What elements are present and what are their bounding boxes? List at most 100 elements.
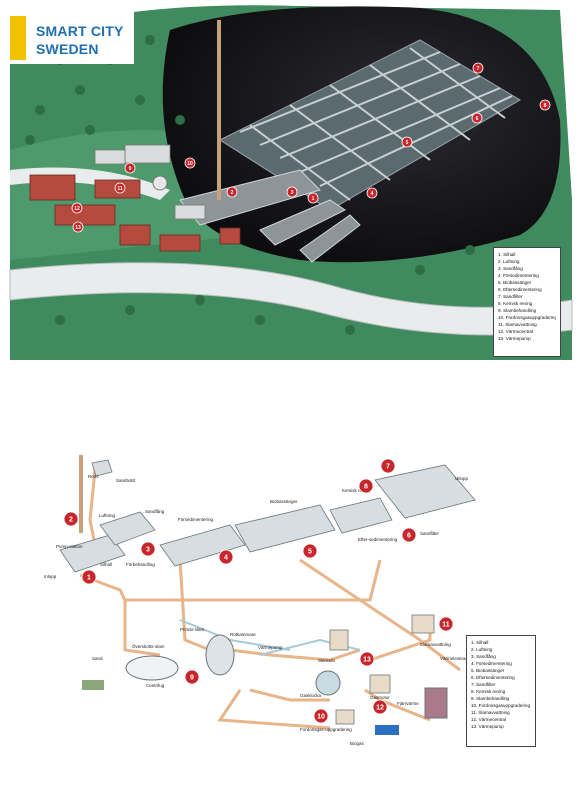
process-marker-6: 6 bbox=[401, 527, 417, 543]
label-pumpstation: Pump-station bbox=[56, 544, 83, 549]
svg-text:12: 12 bbox=[74, 206, 80, 212]
label-sandtvatt: Sandtvätt bbox=[116, 478, 136, 483]
label-sandfilter: Sandfilter bbox=[420, 531, 440, 536]
svg-text:5: 5 bbox=[308, 549, 312, 556]
process-marker-10: 10 bbox=[313, 708, 329, 724]
logo-yellow-bar bbox=[10, 16, 26, 60]
svg-text:1: 1 bbox=[87, 575, 91, 582]
process-marker-3: 3 bbox=[140, 541, 156, 557]
svg-text:2: 2 bbox=[69, 517, 73, 524]
svg-text:13: 13 bbox=[75, 225, 81, 231]
legend-item: 7. Sandfilter bbox=[498, 294, 523, 299]
aerial-marker-2: 2 bbox=[226, 186, 238, 198]
truck-icon bbox=[82, 680, 104, 690]
process-units bbox=[59, 459, 476, 573]
legend-item: 12. Värmecentral bbox=[498, 329, 533, 334]
legend-item: 5. Biobassänger bbox=[498, 280, 532, 285]
legend-item: 9. Slambehandling bbox=[471, 696, 510, 701]
aerial-marker-11: 11 bbox=[114, 182, 126, 194]
label-luftning: Luftning bbox=[99, 513, 116, 518]
bus-icon bbox=[375, 725, 399, 735]
aerial-marker-4: 4 bbox=[366, 187, 378, 199]
svg-text:10: 10 bbox=[187, 161, 193, 167]
svg-text:7: 7 bbox=[477, 66, 480, 72]
schematic-chimney bbox=[79, 455, 83, 533]
svg-text:10: 10 bbox=[317, 714, 325, 721]
process-marker-11: 11 bbox=[438, 616, 454, 632]
svg-text:8: 8 bbox=[364, 484, 368, 491]
svg-text:11: 11 bbox=[117, 186, 123, 192]
process-schematic: Rens Sandtvätt Luftning Sandfång Förbeha… bbox=[0, 450, 580, 780]
surface-buildings bbox=[29, 174, 241, 252]
svg-text:13: 13 bbox=[363, 657, 371, 664]
legend-item: 8. Kemisk rening bbox=[498, 301, 533, 306]
svg-text:3: 3 bbox=[146, 547, 150, 554]
aerial-marker-7: 7 bbox=[472, 62, 484, 74]
svg-text:3: 3 bbox=[291, 190, 294, 196]
smart-city-sweden-logo: SMART CITY SWEDEN bbox=[8, 10, 134, 64]
process-marker-9: 9 bbox=[184, 669, 200, 685]
legend-aerial: 1. Silhall 2. Luftning 3. Sandfång 4. Fö… bbox=[493, 247, 561, 357]
process-marker-2: 2 bbox=[63, 511, 79, 527]
label-gasklocka: Gasklocka bbox=[300, 693, 322, 698]
aerial-marker-13: 13 bbox=[72, 221, 84, 233]
legend-item: 11. Slamavvattning bbox=[471, 710, 510, 715]
legend-item: 10. Fordonsgasuppgradering bbox=[498, 315, 556, 320]
label-overskottsslam: Överskotts-slam bbox=[132, 643, 165, 649]
svg-text:9: 9 bbox=[190, 675, 194, 682]
legend-item: 9. Slambehandling bbox=[498, 308, 537, 313]
legend-item: 2. Luftning bbox=[498, 259, 520, 264]
aerial-marker-12: 12 bbox=[71, 202, 83, 214]
label-slamavvattning: Slamavvattning bbox=[420, 642, 451, 647]
legend-item: 1. Silhall bbox=[498, 252, 516, 257]
legend-item: 2. Luftning bbox=[471, 647, 493, 652]
label-inlopp: Inlopp bbox=[44, 574, 57, 579]
label-biogas: Biogas bbox=[350, 741, 365, 746]
logo-line-2: SWEDEN bbox=[36, 41, 99, 57]
process-marker-4: 4 bbox=[218, 549, 234, 565]
process-marker-7: 7 bbox=[380, 458, 396, 474]
process-marker-5: 5 bbox=[302, 543, 318, 559]
svg-text:6: 6 bbox=[476, 116, 479, 122]
legend-item: 5. Biobassänger bbox=[471, 668, 505, 673]
label-sandfang: Sandfång bbox=[145, 508, 165, 514]
legend-item: 1. Silhall bbox=[471, 640, 489, 645]
legend-item: 11. Slamavvattning bbox=[498, 322, 537, 327]
label-fordonsgas: Fordonsgas-uppgradering bbox=[300, 727, 352, 732]
process-marker-12: 12 bbox=[372, 699, 388, 715]
aerial-marker-9: 9 bbox=[124, 162, 136, 174]
legend-item: 10. Fordonsgasuppgradering bbox=[471, 703, 530, 708]
label-forsedimentering: Försedimentering bbox=[178, 517, 214, 522]
label-utlopp: Utlopp bbox=[455, 476, 469, 481]
svg-text:11: 11 bbox=[442, 622, 450, 629]
legend-item: 4. Försedimentering bbox=[471, 661, 512, 666]
label-gasmotor: Gasmotor bbox=[370, 695, 390, 700]
aerial-marker-3: 3 bbox=[286, 186, 298, 198]
aerial-marker-8: 8 bbox=[539, 99, 551, 111]
svg-text:5: 5 bbox=[406, 140, 409, 146]
process-marker-13: 13 bbox=[359, 651, 375, 667]
legend-item: 13. Värmepump bbox=[471, 724, 504, 729]
label-rotkammare: Rötkammare bbox=[230, 632, 256, 637]
legend-item: 3. Sandfång bbox=[498, 266, 523, 271]
label-varmeleverans: Värmeleverans bbox=[440, 656, 471, 661]
process-marker-8: 8 bbox=[358, 478, 374, 494]
process-marker-1: 1 bbox=[81, 569, 97, 585]
svg-text:4: 4 bbox=[224, 555, 228, 562]
label-slamsilo: Slamsilo bbox=[318, 658, 336, 663]
chimney bbox=[217, 20, 221, 200]
svg-text:1: 1 bbox=[312, 196, 315, 202]
svg-text:8: 8 bbox=[544, 103, 547, 109]
label-forbehandling: Förbehandling bbox=[126, 562, 155, 567]
svg-text:9: 9 bbox=[129, 166, 132, 172]
label-kemisk-rening: Kemisk rening bbox=[342, 488, 371, 493]
legend-item: 6. Eftersedimentering bbox=[498, 287, 542, 292]
label-rens: Rens bbox=[88, 474, 99, 479]
legend-item: 6. Eftersedimentering bbox=[471, 675, 515, 680]
legend-item: 4. Försedimentering bbox=[498, 273, 539, 278]
legend-schematic: 1. Silhall 2. Luftning 3. Sandfång 4. Fö… bbox=[466, 635, 536, 747]
legend-item: 12. Värmecentral bbox=[471, 717, 506, 722]
aerial-marker-10: 10 bbox=[184, 157, 196, 169]
